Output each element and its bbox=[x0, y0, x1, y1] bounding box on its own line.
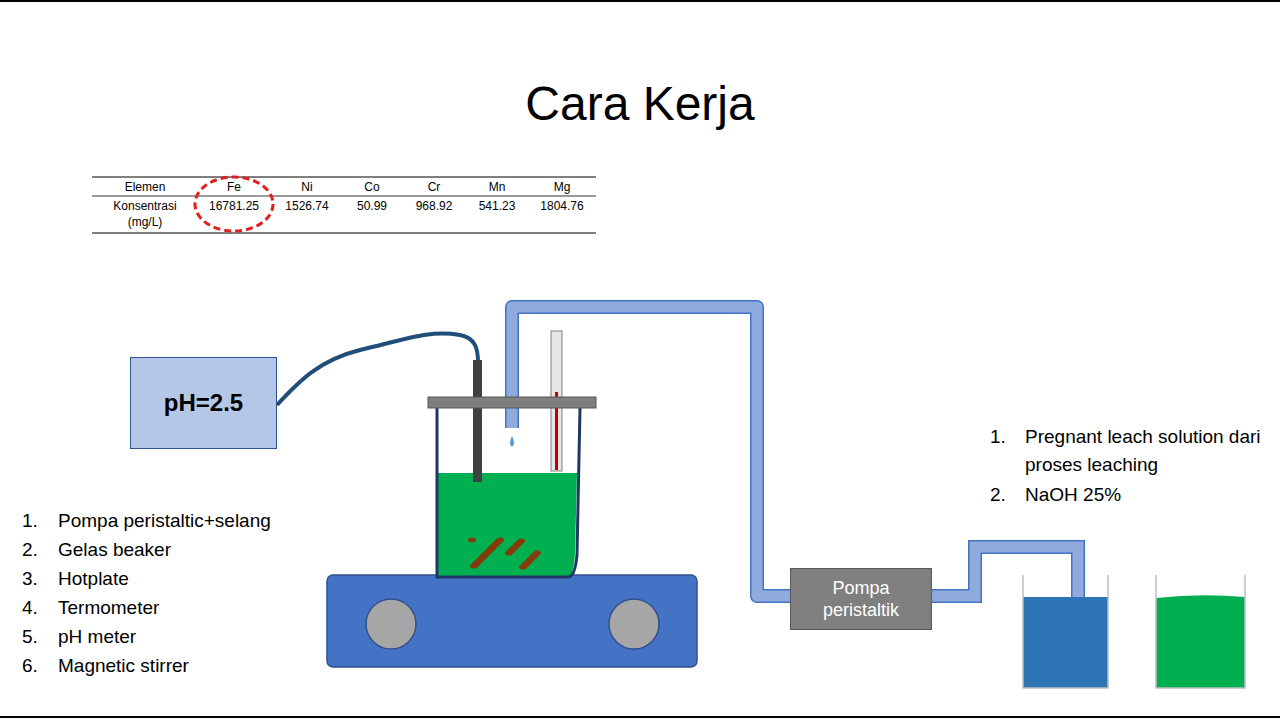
ph-meter-display: pH=2.5 bbox=[130, 357, 277, 449]
table-cell: Konsentrasi (mg/L) bbox=[107, 198, 183, 230]
table-cell: Cr bbox=[404, 179, 464, 195]
particle bbox=[496, 538, 504, 543]
list-number: 1. bbox=[990, 423, 1024, 451]
beaker bbox=[1023, 575, 1108, 688]
pump-box: Pompa peristaltik bbox=[790, 568, 932, 630]
ph-probe bbox=[473, 360, 482, 482]
list-number: 2. bbox=[990, 481, 1024, 509]
drop bbox=[510, 436, 514, 447]
hotplate bbox=[327, 575, 697, 667]
list-number: 4. bbox=[22, 597, 56, 619]
hotplate-knob bbox=[609, 599, 659, 649]
bottom-rule bbox=[0, 716, 1280, 718]
list-number: 3. bbox=[22, 568, 56, 590]
beaker-liquid bbox=[1023, 597, 1108, 688]
table-cell: Elemen bbox=[115, 179, 175, 195]
particle bbox=[517, 539, 525, 544]
beaker bbox=[1156, 575, 1245, 688]
top-rule bbox=[0, 0, 1280, 2]
table-rule bbox=[92, 196, 596, 197]
table-rule bbox=[92, 233, 596, 234]
table-cell: Fe bbox=[204, 179, 264, 195]
lid bbox=[428, 397, 596, 408]
list-item: pH meter bbox=[58, 626, 328, 648]
list-number: 1. bbox=[22, 510, 56, 532]
table-cell: 541.23 bbox=[462, 198, 532, 214]
list-item: Termometer bbox=[58, 597, 328, 619]
list-item: Pompa peristaltic+selang bbox=[58, 510, 328, 532]
particle bbox=[468, 538, 476, 543]
table-cell: 16781.25 bbox=[199, 198, 269, 214]
list-number: 6. bbox=[22, 655, 56, 677]
particles bbox=[468, 538, 541, 570]
list-item: NaOH 25% bbox=[1025, 481, 1270, 509]
table-cell: 1804.76 bbox=[527, 198, 597, 214]
list-item: Gelas beaker bbox=[58, 539, 328, 561]
table-cell: Mn bbox=[467, 179, 527, 195]
node-text: pH=2.5 bbox=[164, 388, 243, 418]
table-cell: 968.92 bbox=[399, 198, 469, 214]
highlight-ellipse bbox=[195, 177, 273, 231]
list-number: 2. bbox=[22, 539, 56, 561]
solution bbox=[437, 473, 577, 577]
table-cell: Mg bbox=[532, 179, 592, 195]
list-item: Hotplate bbox=[58, 568, 328, 590]
table-cell: 50.99 bbox=[337, 198, 407, 214]
table-rule bbox=[92, 177, 596, 178]
table-cell: 1526.74 bbox=[272, 198, 342, 214]
list-item: Pregnant leach solution dari proses leac… bbox=[1025, 423, 1270, 479]
hotplate-knob bbox=[366, 599, 416, 649]
table-cell: Co bbox=[342, 179, 402, 195]
node-text: Pompa peristaltik bbox=[799, 577, 923, 622]
list-number: 5. bbox=[22, 626, 56, 648]
list-item: Magnetic stirrer bbox=[58, 655, 328, 677]
table-cell: Ni bbox=[277, 179, 337, 195]
beaker-liquid bbox=[1156, 595, 1245, 688]
ph-cable bbox=[277, 333, 478, 405]
particle bbox=[533, 551, 541, 556]
slide-title: Cara Kerja bbox=[340, 74, 940, 134]
